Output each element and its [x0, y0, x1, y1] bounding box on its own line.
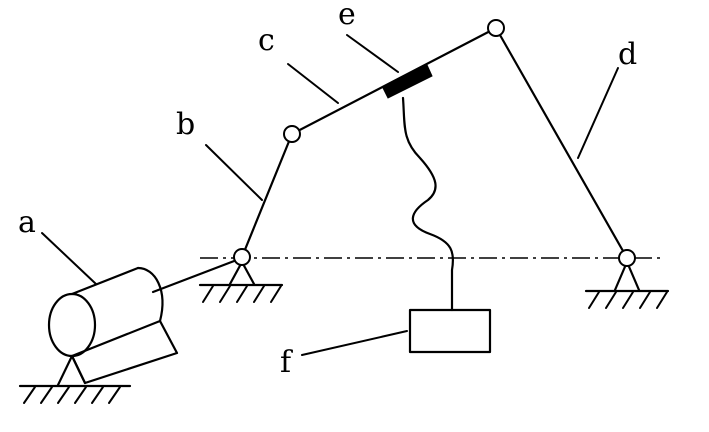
joint-b-c — [283, 125, 301, 143]
leader-e — [346, 34, 399, 73]
joint-left-pivot — [233, 248, 251, 266]
leader-b — [205, 144, 263, 201]
label-c: c — [258, 23, 275, 58]
label-d: d — [618, 37, 637, 72]
link-b — [240, 132, 294, 259]
joint-c-d — [487, 19, 505, 37]
left-pivot-support — [198, 260, 284, 303]
joint-right-pivot — [618, 249, 636, 267]
motor-shaft — [151, 256, 244, 294]
right-pivot-support — [584, 260, 670, 309]
leader-f — [301, 330, 408, 356]
motor-a — [18, 266, 179, 404]
label-a: a — [18, 205, 36, 240]
label-e: e — [338, 0, 356, 32]
leader-c — [287, 63, 339, 104]
label-f: f — [280, 345, 293, 380]
label-b: b — [176, 107, 195, 142]
motor-front-face — [47, 292, 97, 358]
instrument-box-f — [408, 308, 492, 354]
link-c — [290, 26, 498, 136]
leader-a — [41, 232, 97, 285]
strain-gauge-e — [382, 64, 433, 99]
leader-d — [577, 67, 619, 159]
link-d — [494, 26, 629, 260]
signal-wire — [401, 96, 455, 312]
